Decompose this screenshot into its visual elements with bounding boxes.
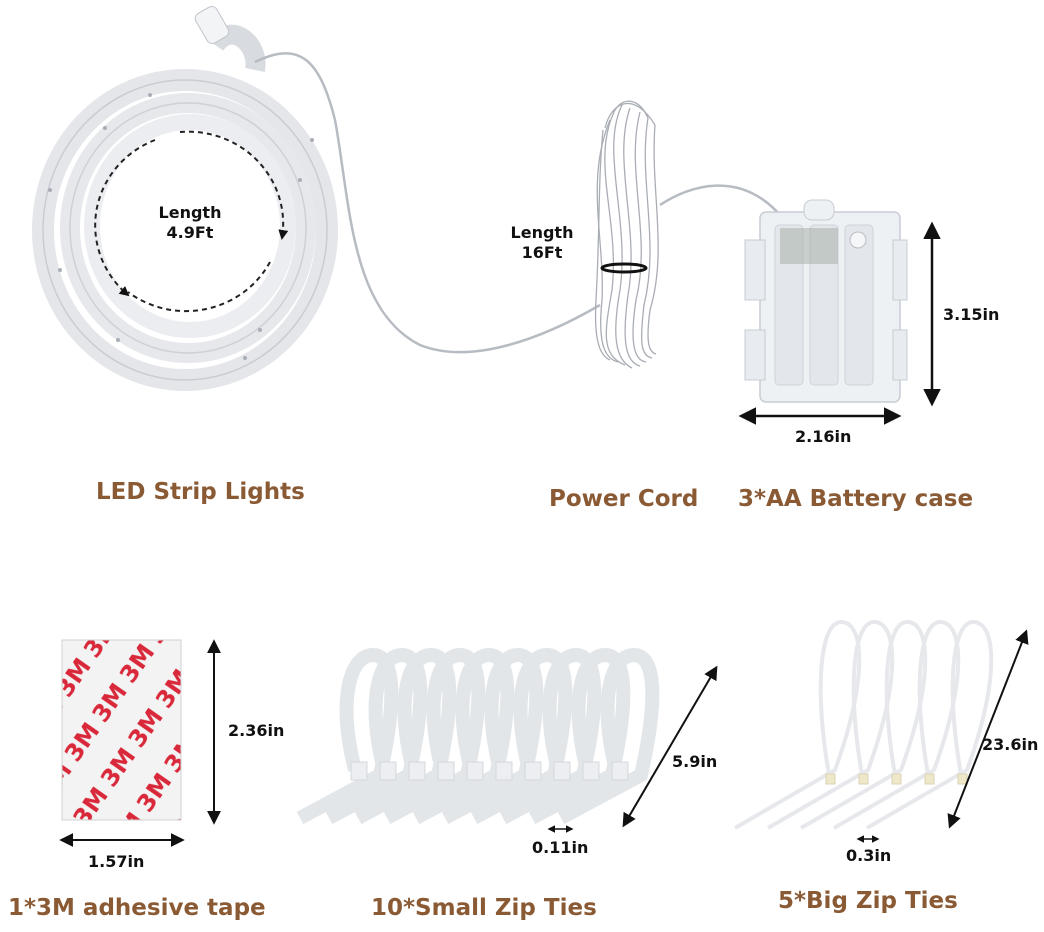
- battery-case-caption: 3*AA Battery case: [738, 486, 974, 512]
- strip-length-indicator: [94, 130, 289, 313]
- big-zip-tie: [733, 620, 862, 830]
- small-zip-tie: [383, 647, 486, 825]
- small-zip-tie: [354, 647, 457, 825]
- small-zip-ties: [296, 647, 660, 825]
- battery-height-label: 3.15in: [943, 305, 1000, 324]
- small-zip-tie-head: [611, 761, 629, 781]
- small-zip-tie-head: [524, 761, 542, 781]
- small-zip-tie-head: [379, 761, 397, 781]
- battery-width-label: 2.16in: [795, 427, 852, 446]
- small-zip-tie-head: [582, 761, 600, 781]
- small-zip-tie: [441, 647, 544, 825]
- big-zip-tie-head: [858, 773, 869, 785]
- tape-caption: 1*3M adhesive tape: [8, 895, 266, 921]
- small-zip-tie-head: [350, 761, 368, 781]
- small-zip-tie: [470, 647, 573, 825]
- big-ties-width-label: 0.3in: [846, 846, 892, 865]
- adhesive-tape-pad: [61, 639, 182, 821]
- big-ties-caption: 5*Big Zip Ties: [778, 888, 958, 914]
- small-zip-tie: [412, 647, 515, 825]
- tape-width-label: 1.57in: [88, 852, 145, 871]
- big-zip-ties: [733, 620, 994, 830]
- big-zip-tie-head: [891, 773, 902, 785]
- small-zip-tie: [325, 647, 428, 825]
- small-zip-tie: [528, 647, 631, 825]
- small-zip-tie: [296, 647, 399, 825]
- big-ties-length-arrow: [947, 629, 1029, 829]
- small-ties-length-label: 5.9in: [672, 752, 718, 771]
- big-zip-tie-head: [924, 773, 935, 785]
- big-zip-tie-head: [957, 773, 968, 785]
- power-cord-wire: [254, 52, 781, 354]
- small-zip-tie-head: [408, 761, 426, 781]
- led-strip-coil: [32, 5, 338, 391]
- small-ties-caption: 10*Small Zip Ties: [371, 895, 597, 921]
- battery-case: [744, 199, 908, 403]
- small-zip-tie: [499, 647, 602, 825]
- power-cord-bundle: [594, 100, 659, 369]
- power-cord-caption: Power Cord: [549, 486, 699, 512]
- small-zip-tie-head: [437, 761, 455, 781]
- small-zip-tie-head: [495, 761, 513, 781]
- small-ties-width-label: 0.11in: [532, 838, 589, 857]
- big-ties-length-label: 23.6in: [982, 735, 1039, 754]
- small-zip-tie-head: [466, 761, 484, 781]
- small-zip-tie-head: [553, 761, 571, 781]
- small-ties-length-arrow: [622, 665, 718, 828]
- tape-height-label: 2.36in: [228, 721, 285, 740]
- cord-tie: [600, 262, 648, 274]
- big-zip-tie-head: [825, 773, 836, 785]
- led-strip-caption: LED Strip Lights: [96, 479, 305, 505]
